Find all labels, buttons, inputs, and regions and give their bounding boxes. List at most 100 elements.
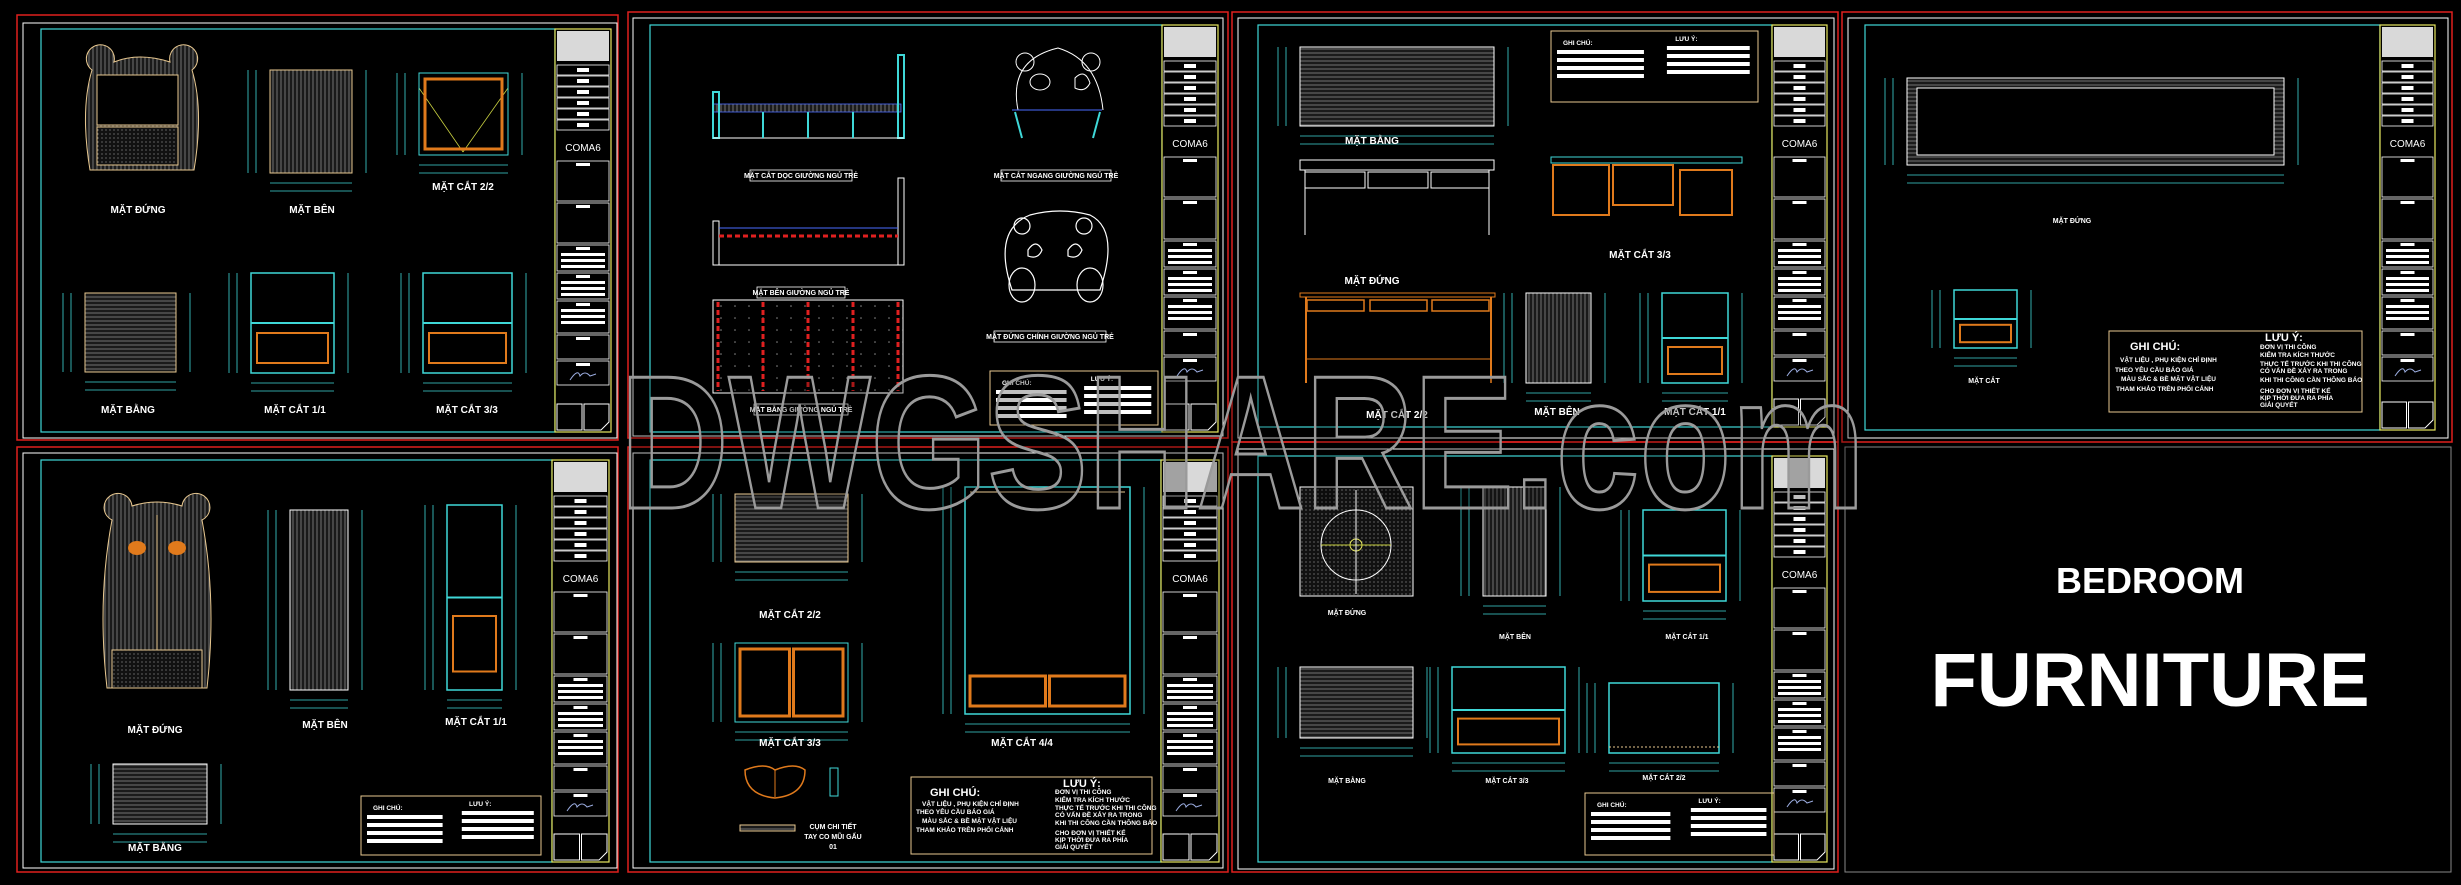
view-label: MẶT CẮT 2/2 bbox=[432, 180, 494, 193]
bed-plan bbox=[712, 299, 904, 394]
title-block-text-bar bbox=[2386, 283, 2429, 286]
note-line: ĐƠN VỊ THI CÔNG bbox=[2260, 342, 2316, 351]
title-block-row bbox=[1163, 115, 1217, 127]
title-block-cell bbox=[556, 334, 610, 360]
note-text-bar bbox=[367, 815, 443, 819]
title-block-text-bar bbox=[576, 247, 590, 250]
view-label: MẶT BÊN bbox=[302, 718, 348, 731]
note-text-bar bbox=[1557, 58, 1644, 62]
title-block-text-bar bbox=[1778, 692, 1821, 695]
note-line: THAM KHẢO TRÊN PHỐI CẢNH bbox=[2116, 383, 2214, 393]
title-block-row bbox=[553, 528, 608, 540]
title-block-cell bbox=[1773, 296, 1826, 330]
note-text-bar bbox=[1084, 386, 1152, 390]
title-block-row bbox=[1773, 535, 1826, 547]
signature-icon bbox=[566, 803, 594, 812]
sheet-border bbox=[16, 446, 619, 873]
view-label: MẶT BÊN bbox=[289, 203, 335, 216]
title-block-text-bar bbox=[1778, 720, 1821, 723]
title-block-header bbox=[557, 31, 609, 61]
furniture-view bbox=[62, 292, 191, 391]
note-line: CÓ VẤN ĐỀ XẢY RA TRONG bbox=[1055, 809, 1142, 819]
title-sheet-frame bbox=[1844, 446, 2452, 873]
title-block-text-bar bbox=[1167, 746, 1213, 749]
note-text-bar bbox=[1690, 808, 1767, 812]
furniture-view bbox=[247, 69, 367, 192]
title-block-cell bbox=[553, 675, 608, 703]
title-block-text-bar bbox=[1793, 506, 1806, 510]
view-labels: MẶT ĐỨNG MẶT BÊN MẶT CẮT 2/2 MẶT BẰNG MẶ… bbox=[101, 134, 2092, 854]
title-block-text-bar bbox=[1184, 119, 1196, 123]
title-block-text-bar bbox=[576, 275, 590, 278]
title-block: COMA6 bbox=[1160, 459, 1220, 863]
title-block-cell bbox=[1163, 403, 1190, 431]
title-block-row bbox=[1163, 104, 1217, 116]
sheet-border bbox=[16, 14, 619, 441]
title-block-header bbox=[1163, 462, 1217, 492]
title-block-cell bbox=[1162, 633, 1218, 675]
view-label: MẶT ĐỨNG bbox=[2053, 216, 2092, 225]
note-text-bar bbox=[461, 827, 534, 831]
title-block-cell bbox=[1773, 240, 1826, 268]
view-label: MẶT CẮT bbox=[1968, 376, 2000, 385]
notes-box-sheet-4: GHI CHÚ: VẬT LIỆU , PHỤ KIỆN CHỈ ĐỊNH TH… bbox=[2108, 330, 2363, 413]
note-line: KIỂM TRA KÍCH THƯỚC bbox=[1055, 795, 1130, 804]
sheet-frame bbox=[22, 22, 618, 439]
notes-heading: GHI CHÚ: bbox=[1002, 378, 1032, 387]
note-text-bar bbox=[1557, 66, 1644, 70]
note-text-bar bbox=[996, 398, 1067, 402]
note-text-bar bbox=[996, 414, 1067, 418]
title-block-text-bar bbox=[561, 259, 605, 262]
title-block-cell bbox=[1163, 330, 1217, 356]
title-block-text-bar bbox=[1168, 317, 1212, 320]
sheet-frame bbox=[22, 452, 618, 869]
title-block-text-bar bbox=[1778, 748, 1821, 751]
title-block-row bbox=[553, 539, 608, 551]
title-block: COMA6 bbox=[1771, 455, 1828, 863]
sheet-number-cell bbox=[1190, 833, 1218, 861]
note-line: THEO YÊU CẦU BÁO GIÁ bbox=[916, 806, 995, 816]
note-line: THỰC TẾ TRƯỚC KHI THI CÔNG bbox=[1055, 802, 1157, 812]
title-block-text-bar bbox=[1184, 108, 1196, 112]
title-block-cell bbox=[1163, 296, 1217, 330]
view-label: MẶT BẰNG bbox=[128, 841, 182, 854]
view-label: MẶT CẮT 4/4 bbox=[991, 736, 1053, 749]
note-line: KIỂM TRA KÍCH THƯỚC bbox=[2260, 350, 2335, 359]
title-block-text-bar bbox=[573, 768, 588, 771]
title-block-text-bar bbox=[558, 746, 603, 749]
title-block-text-bar bbox=[573, 594, 588, 597]
title-block-text-bar bbox=[1778, 742, 1821, 745]
note-line: GIẢI QUYẾT bbox=[1055, 841, 1093, 851]
title-block-cell bbox=[1163, 240, 1217, 268]
title-block-text-bar bbox=[576, 337, 590, 340]
title-bedroom: BEDROOM bbox=[2056, 560, 2244, 601]
title-block-row bbox=[1163, 93, 1217, 105]
furniture-view bbox=[267, 509, 363, 709]
title-block-text-bar bbox=[2386, 311, 2429, 314]
title-block-text-bar bbox=[1167, 740, 1213, 743]
note-text-bar bbox=[461, 819, 534, 823]
title-block-text-bar bbox=[558, 740, 603, 743]
sheet-number-cell bbox=[1190, 403, 1217, 431]
sheet-frame bbox=[632, 452, 1224, 869]
furniture-view bbox=[1429, 666, 1580, 772]
title-block-cell bbox=[1162, 591, 1218, 633]
title-block-text-bar bbox=[1793, 97, 1806, 101]
furniture-view bbox=[228, 272, 349, 392]
sheet-4: COMA6 bbox=[1841, 11, 2453, 443]
title-block-text-bar bbox=[1167, 690, 1213, 693]
title-block-text-bar bbox=[576, 205, 590, 208]
title-block-cell bbox=[1773, 671, 1826, 699]
title-block-cell bbox=[1773, 699, 1826, 727]
title-block-text-bar bbox=[1183, 794, 1197, 797]
title-block-text-bar bbox=[1183, 243, 1197, 246]
sheet-frame bbox=[1847, 17, 2449, 439]
title-block: COMA6 bbox=[1161, 24, 1219, 433]
note-text-bar bbox=[461, 835, 534, 839]
title-block-row bbox=[1773, 513, 1826, 525]
view-label: MẶT ĐỨNG CHÍNH GIƯỜNG NGỦ TRẺ bbox=[986, 332, 1114, 341]
title-block-text-bar bbox=[1792, 590, 1807, 593]
title-block-text-bar bbox=[1792, 201, 1807, 204]
furniture-view bbox=[1503, 292, 1606, 402]
note-line: MÀU SẮC & BỀ MẶT VẬT LIỆU bbox=[2121, 373, 2216, 383]
